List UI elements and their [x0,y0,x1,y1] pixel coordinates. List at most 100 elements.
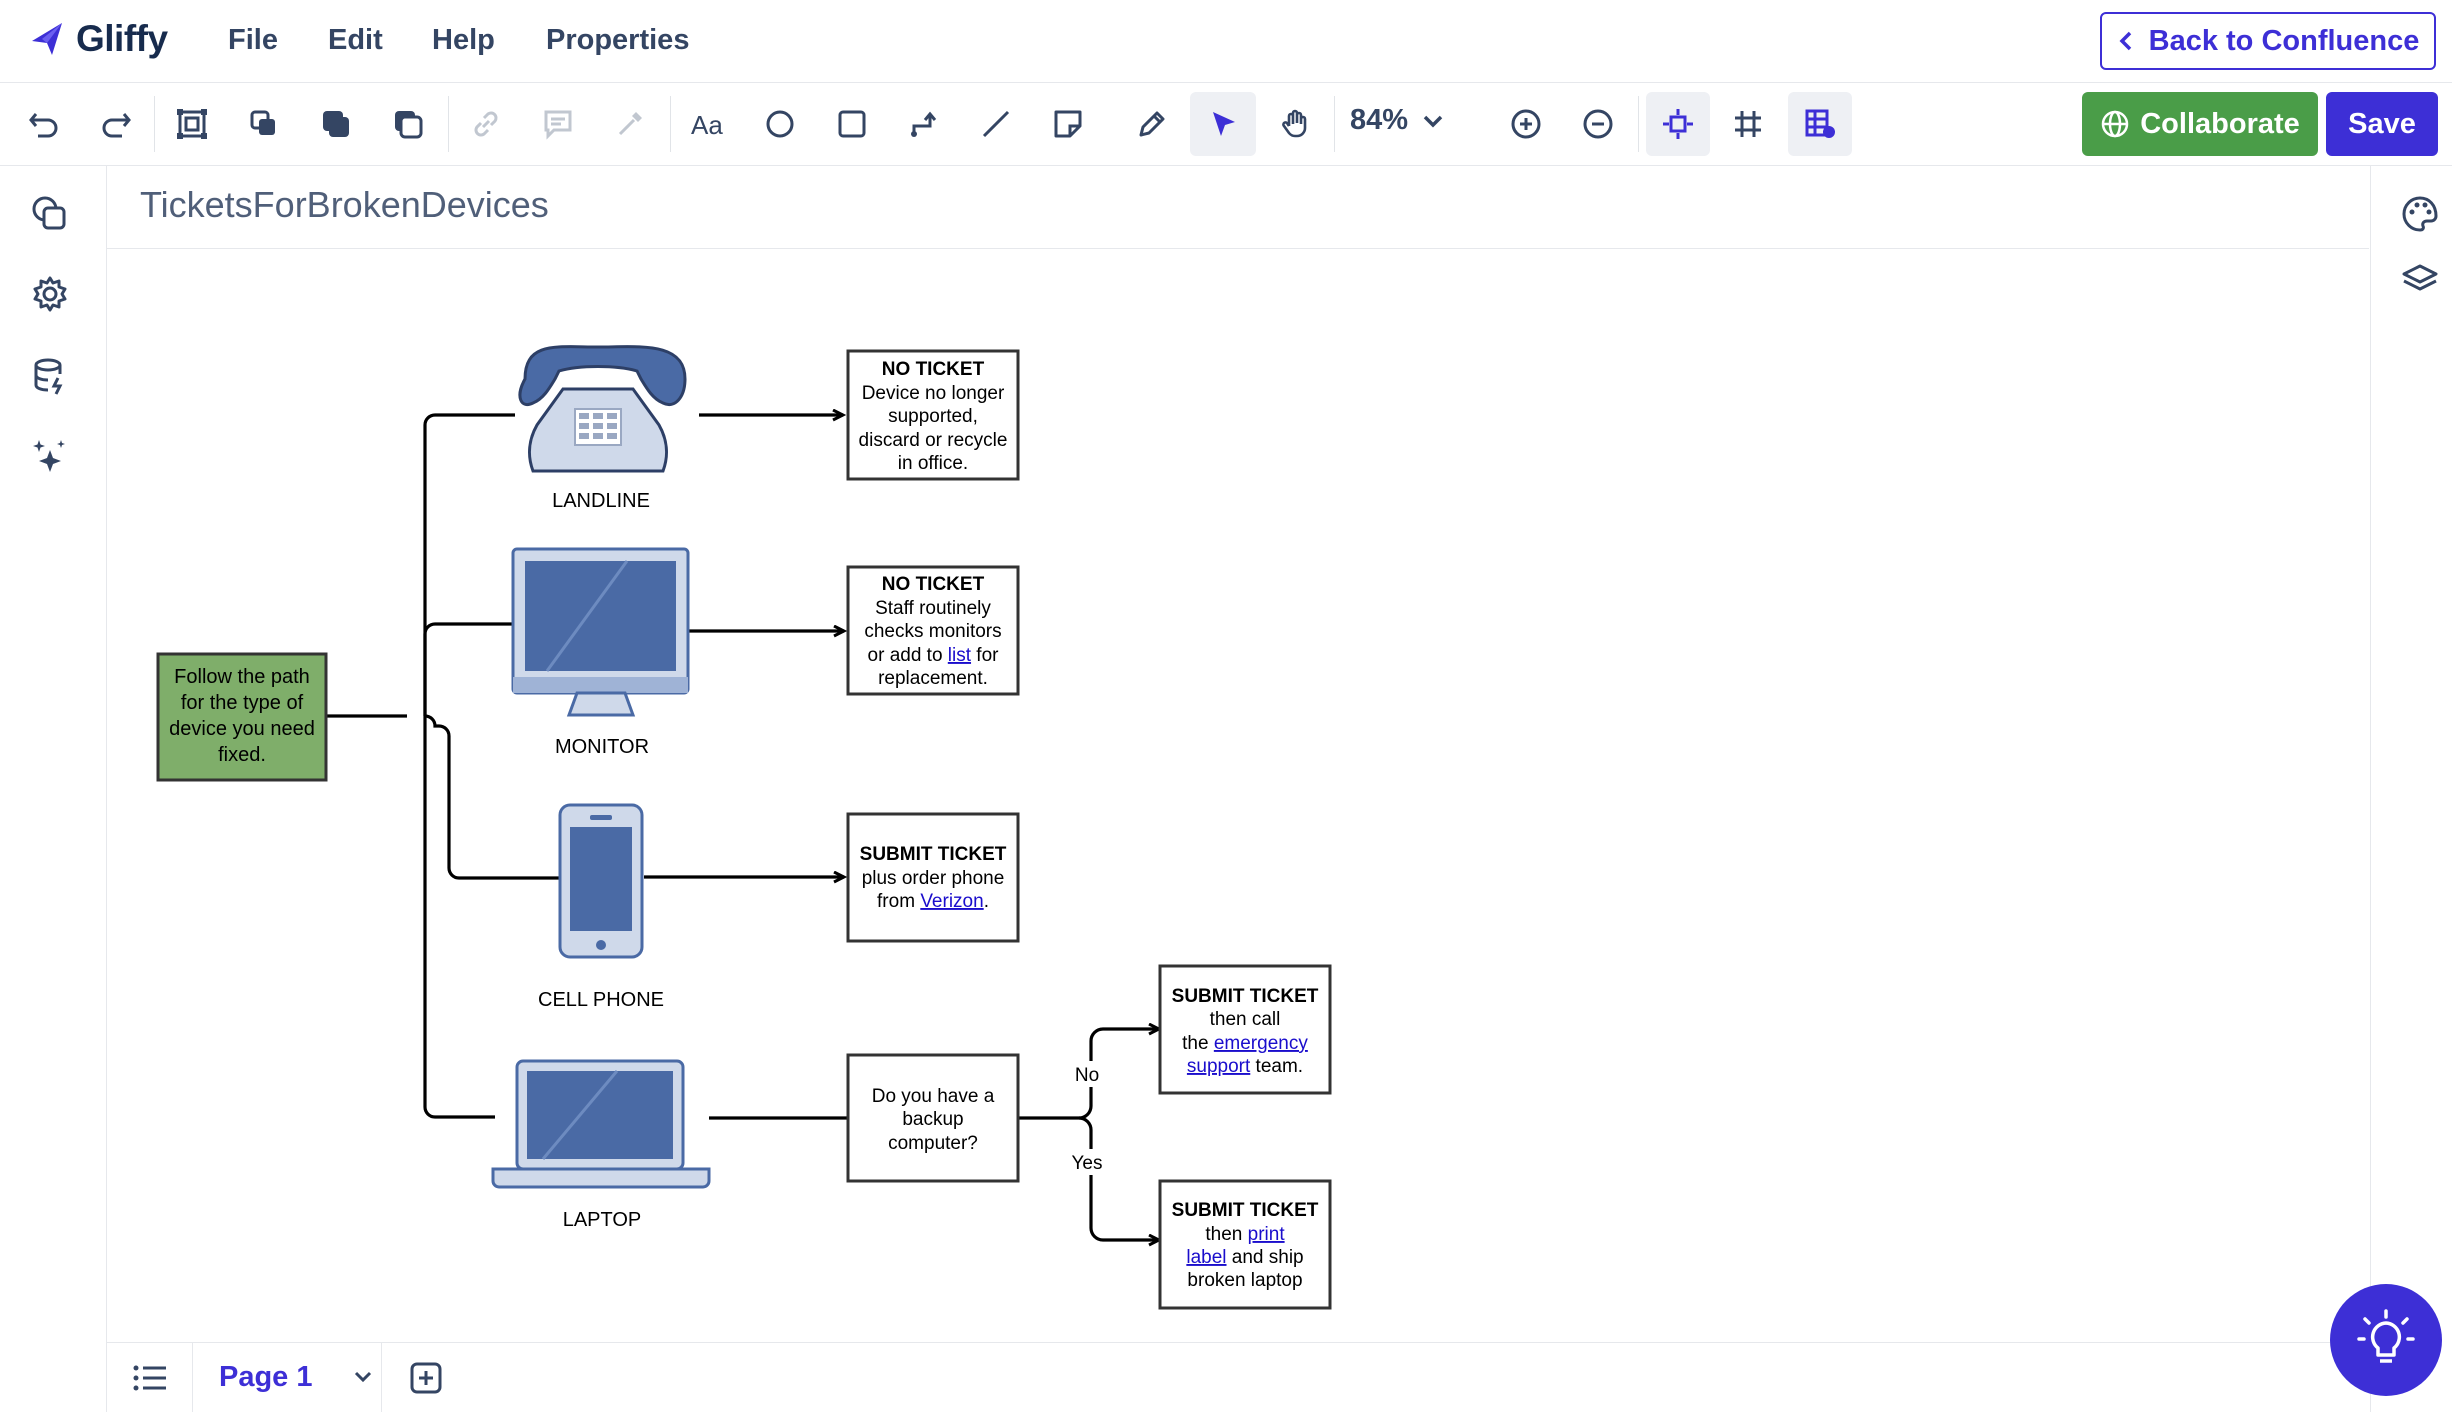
gear-icon [33,276,67,312]
emergency-link[interactable]: emergency [1214,1033,1308,1054]
bring-forward-button[interactable] [240,100,288,148]
start-box-line-2: for the type of [181,692,304,714]
connector-landline [423,413,515,716]
hand-icon [1282,109,1307,138]
document-title[interactable]: TicketsForBrokenDevices [140,184,549,225]
no-backup-result-box[interactable]: SUBMIT TICKET then call the emergency su… [1158,964,1332,1095]
sparkles-icon [33,440,65,472]
layers-panel-button[interactable] [2396,256,2444,304]
pencil-tool[interactable] [1128,100,1176,148]
text-tool[interactable]: Aa [684,100,732,148]
yes-result-line: broken laptop [1187,1270,1302,1291]
monitor-label: MONITOR [555,736,649,758]
landline-result-title: NO TICKET [882,359,985,380]
backup-question-box[interactable]: Do you have a backup computer? [846,1053,1020,1183]
line-tool[interactable] [972,100,1020,148]
list-link[interactable]: list [948,645,972,666]
verizon-link[interactable]: Verizon [920,891,983,912]
no-branch-label: No [1075,1065,1099,1086]
comment-icon [544,110,572,140]
menu-help[interactable]: Help [432,24,495,56]
collaborate-button[interactable]: Collaborate [2082,92,2318,156]
page-list-button[interactable] [128,1358,172,1398]
yes-result-line: label and ship [1186,1247,1303,1268]
tab-page-1[interactable]: Page 1 [192,1342,382,1412]
cell-result-title: SUBMIT TICKET [860,844,1007,865]
zoom-select[interactable]: 84% [1350,104,1444,137]
print-link[interactable]: print [1248,1224,1286,1245]
ai-panel-button[interactable] [26,432,74,480]
page-grid-icon [1805,109,1835,138]
redo-button[interactable] [92,100,140,148]
help-tips-button[interactable] [2330,1284,2442,1396]
select-tool[interactable] [1190,92,1256,156]
snap-to-object-toggle[interactable] [1646,92,1710,156]
zoom-in-button[interactable] [1502,100,1550,148]
theme-panel-button[interactable] [2396,190,2444,238]
ellipse-tool[interactable] [756,100,804,148]
menu-properties[interactable]: Properties [546,24,690,56]
yes-result-line: then print [1205,1224,1285,1245]
group-button[interactable] [168,100,216,148]
cell-phone-icon[interactable]: CELL PHONE [538,803,664,1011]
pan-tool[interactable] [1272,100,1320,148]
send-to-back-button[interactable] [384,100,432,148]
monitor-icon[interactable]: MONITOR [511,547,690,758]
pointer-icon [1213,112,1235,136]
arrow-yes [1078,1116,1159,1240]
rectangle-tool[interactable] [828,100,876,148]
svg-text:Aa: Aa [691,110,723,140]
shapes-panel-button[interactable] [26,190,74,238]
support-link[interactable]: support [1187,1056,1251,1077]
page-tab-label: Page 1 [219,1360,313,1393]
laptop-icon[interactable]: LAPTOP [491,1059,711,1231]
page-settings-toggle[interactable] [1788,92,1852,156]
back-to-confluence-button[interactable]: Back to Confluence [2100,12,2436,70]
grid-toggle[interactable] [1724,100,1772,148]
style-picker-button[interactable] [606,100,654,148]
no-result-line: the emergency [1182,1033,1308,1054]
yes-result-title: SUBMIT TICKET [1172,1200,1319,1221]
undo-button[interactable] [20,100,68,148]
save-button[interactable]: Save [2326,92,2438,156]
menu-file[interactable]: File [228,24,278,56]
start-box[interactable]: Follow the path for the type of device y… [156,652,328,782]
note-tool[interactable] [1044,100,1092,148]
landline-label: LANDLINE [552,490,650,512]
top-bar [0,0,2452,83]
cell-phone-result-box[interactable]: SUBMIT TICKET plus order phone from Veri… [846,812,1020,943]
settings-panel-button[interactable] [26,270,74,318]
yes-backup-result-box[interactable]: SUBMIT TICKET then print label and ship … [1158,1179,1332,1310]
redo-icon [102,113,131,138]
question-line: backup [902,1109,963,1130]
laptop-label: LAPTOP [563,1209,642,1231]
no-result-title: SUBMIT TICKET [1172,986,1319,1007]
gliffy-logo[interactable]: Gliffy [28,18,168,60]
add-page-button[interactable] [404,1358,448,1398]
question-line: Do you have a [872,1086,995,1107]
database-icon [34,358,63,395]
chevron-down-icon[interactable] [353,1370,373,1384]
connector-tool[interactable] [900,100,948,148]
zoom-out-button[interactable] [1574,100,1622,148]
bring-to-front-button[interactable] [312,100,360,148]
label-link[interactable]: label [1186,1247,1226,1268]
data-panel-button[interactable] [26,352,74,400]
monitor-result-line: replacement. [878,668,988,689]
diagram-canvas[interactable]: Follow the path for the type of device y… [107,249,2369,1341]
menu-edit[interactable]: Edit [328,24,383,56]
link-button[interactable] [462,100,510,148]
comment-button[interactable] [534,100,582,148]
landline-phone-icon[interactable]: LANDLINE [518,345,687,512]
arrow-no [1078,1029,1159,1120]
landline-result-box[interactable]: NO TICKET Device no longer supported, di… [846,349,1020,481]
monitor-result-box[interactable]: NO TICKET Staff routinely checks monitor… [846,565,1020,696]
pencil-icon [1139,111,1165,137]
monitor-result-line: or add to list for [868,645,1000,666]
start-box-line-1: Follow the path [174,666,310,688]
bring-forward-icon [250,110,275,135]
app-name: Gliffy [76,18,168,59]
yes-branch-label: Yes [1072,1153,1103,1174]
group-icon [177,109,207,139]
monitor-result-title: NO TICKET [882,574,985,595]
